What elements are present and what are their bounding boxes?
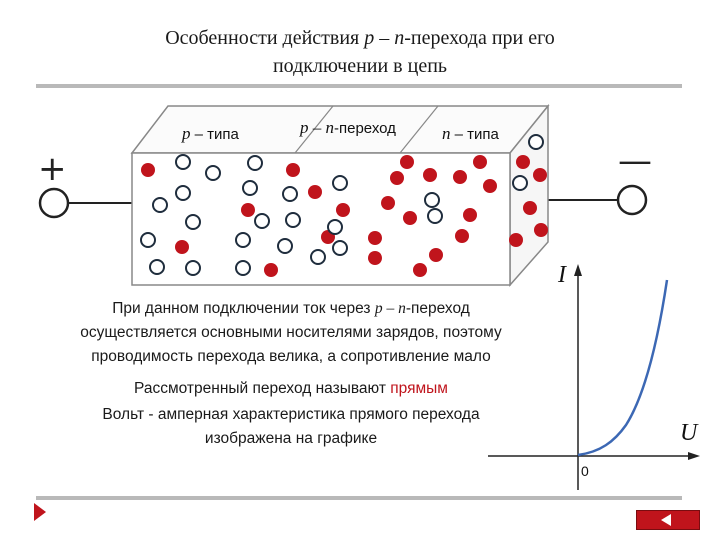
electron-carrier	[175, 185, 191, 201]
electron-carrier	[285, 212, 301, 228]
back-arrow-icon	[661, 514, 671, 526]
electron-carrier	[427, 208, 443, 224]
junction-edge-left	[294, 105, 334, 154]
hole-carrier	[141, 163, 155, 177]
electron-carrier	[185, 214, 201, 230]
electron-carrier	[254, 213, 270, 229]
minus-sign: —	[618, 141, 652, 181]
negative-terminal	[616, 184, 648, 216]
electron-carrier	[332, 240, 348, 256]
hole-carrier	[509, 233, 523, 247]
explanation-line-6: изображена на графике	[204, 430, 378, 447]
electron-carrier	[310, 249, 326, 265]
hole-carrier	[483, 179, 497, 193]
voltage-axis-arrow	[688, 452, 700, 460]
electron-carrier	[235, 260, 251, 276]
hole-carrier	[473, 155, 487, 169]
electron-carrier	[247, 155, 263, 171]
hole-carrier	[400, 155, 414, 169]
plus-sign: +	[38, 149, 67, 189]
electron-carrier	[277, 238, 293, 254]
title-line-2: подключении в цепь	[272, 55, 448, 77]
electron-carrier	[175, 154, 191, 170]
electron-carrier	[205, 165, 221, 181]
hole-carrier	[368, 231, 382, 245]
explanation-line-4: Рассмотренный переход называют прямым	[134, 380, 448, 397]
back-button[interactable]	[636, 510, 700, 530]
iv-curve	[577, 279, 669, 457]
electron-carrier	[282, 186, 298, 202]
explanation-line-3: проводимость перехода велика, а сопротив…	[91, 348, 491, 365]
top-divider	[36, 84, 682, 88]
hole-carrier	[533, 168, 547, 182]
electron-carrier	[140, 232, 156, 248]
junction-edge-right	[399, 105, 439, 154]
pn-junction-label: p – n-переход	[300, 118, 396, 137]
hole-carrier	[390, 171, 404, 185]
electron-carrier	[332, 175, 348, 191]
charge-carriers	[140, 134, 548, 277]
current-axis-label: I	[558, 262, 566, 288]
hole-carrier	[523, 201, 537, 215]
electron-carrier	[424, 192, 440, 208]
voltage-axis-label: U	[680, 420, 698, 446]
hole-carrier	[308, 185, 322, 199]
hole-carrier	[423, 168, 437, 182]
bottom-divider	[36, 496, 682, 500]
hole-carrier	[453, 170, 467, 184]
explanation-line-2: осуществляется основными носителями заря…	[80, 324, 502, 341]
play-arrow-right-icon[interactable]	[34, 503, 46, 521]
hole-carrier	[336, 203, 350, 217]
hole-carrier	[241, 203, 255, 217]
slide-title: Особенности действия p – n-перехода при …	[60, 24, 660, 80]
electron-carrier	[327, 219, 343, 235]
hole-carrier	[534, 223, 548, 237]
electron-carrier	[152, 197, 168, 213]
hole-carrier	[516, 155, 530, 169]
electron-carrier	[242, 180, 258, 196]
electron-carrier	[528, 134, 544, 150]
hole-carrier	[463, 208, 477, 222]
hole-carrier	[381, 196, 395, 210]
electron-carrier	[149, 259, 165, 275]
electron-carrier	[235, 232, 251, 248]
explanation-line-5: Вольт - амперная характеристика прямого …	[102, 406, 480, 423]
title-text: Особенности действия	[165, 27, 365, 49]
hole-carrier	[429, 248, 443, 262]
positive-terminal	[38, 187, 70, 219]
origin-label: 0	[581, 463, 589, 479]
title-pn: p – n	[364, 27, 405, 49]
hole-carrier	[286, 163, 300, 177]
hole-carrier	[368, 251, 382, 265]
hole-carrier	[403, 211, 417, 225]
hole-carrier	[455, 229, 469, 243]
explanation-line-1: При данном подключении ток через p – n-п…	[112, 300, 470, 317]
electron-carrier	[185, 260, 201, 276]
current-axis-arrow	[574, 264, 582, 276]
p-type-label: p – типа	[182, 124, 239, 143]
n-type-label: n – типа	[442, 124, 499, 143]
hole-carrier	[175, 240, 189, 254]
hole-carrier	[264, 263, 278, 277]
electron-carrier	[512, 175, 528, 191]
title-text-end: -перехода при его	[404, 27, 555, 49]
hole-carrier	[413, 263, 427, 277]
